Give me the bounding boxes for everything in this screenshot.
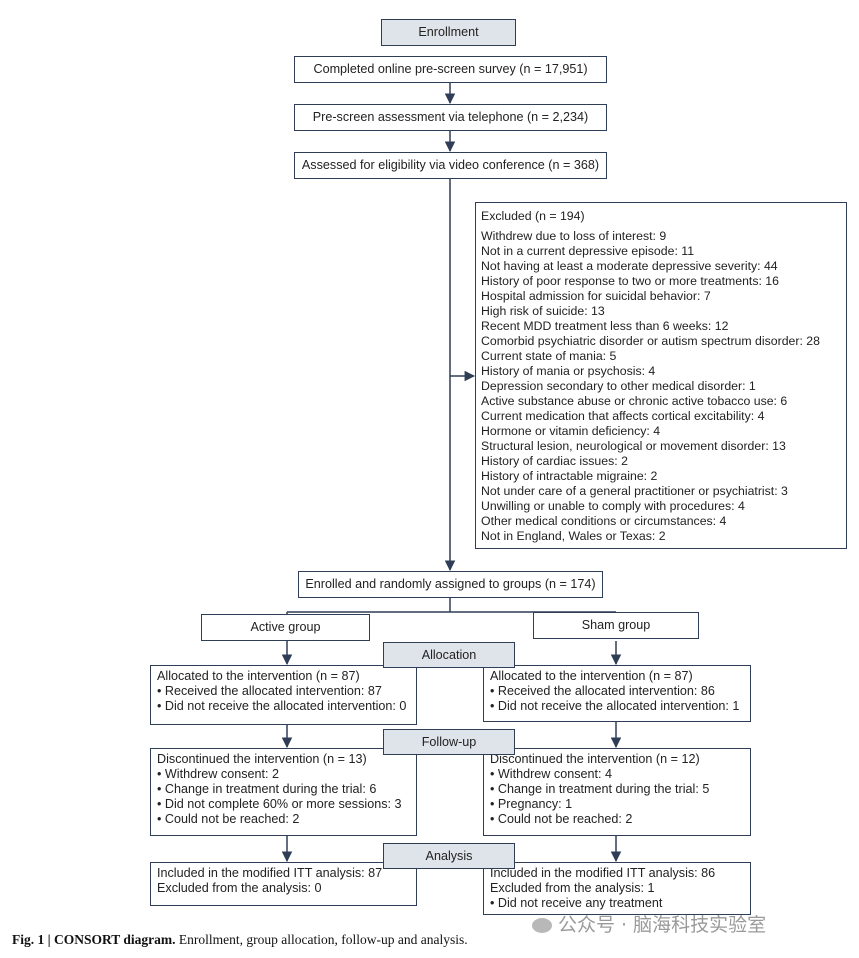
excluded-reason: History of mania or psychosis: 4: [481, 364, 656, 378]
sham-followup-line: • Pregnancy: 1: [490, 797, 573, 811]
active-followup-line: • Withdrew consent: 2: [157, 767, 280, 781]
excluded-reason: Not having at least a moderate depressiv…: [481, 259, 778, 273]
active-group-label: Active group: [250, 620, 321, 634]
excluded-reason: Not in England, Wales or Texas: 2: [481, 529, 666, 543]
excluded-reason: High risk of suicide: 13: [481, 304, 605, 318]
watermark-text: 公众号 · 脑海科技实验室: [558, 914, 767, 936]
stage-analysis: Analysis: [383, 843, 515, 869]
active-followup-line: • Change in treatment during the trial: …: [157, 782, 377, 796]
excluded-reasons: Withdrew due to loss of interest: 9 Not …: [481, 229, 841, 544]
excluded-reason: History of intractable migraine: 2: [481, 469, 658, 483]
excluded-title: Excluded (n = 194): [481, 209, 585, 223]
excluded-reason: Depression secondary to other medical di…: [481, 379, 756, 393]
excluded-reason: Hospital admission for suicidal behavior…: [481, 289, 711, 303]
active-allocation-line: • Received the allocated intervention: 8…: [157, 684, 382, 698]
stage-enrollment-label: Enrollment: [418, 25, 479, 39]
active-analysis-box: Included in the modified ITT analysis: 8…: [150, 862, 417, 906]
stage-followup-label: Follow-up: [421, 734, 477, 749]
active-allocation-line: • Did not receive the allocated interven…: [157, 699, 407, 713]
sham-allocation-line: Allocated to the intervention (n = 87): [490, 669, 693, 683]
excluded-reason: History of poor response to two or more …: [481, 274, 779, 288]
sham-followup-box: Discontinued the intervention (n = 12) •…: [483, 748, 751, 836]
active-group-box: Active group: [201, 614, 370, 641]
sham-allocation-line: • Received the allocated intervention: 8…: [490, 684, 715, 698]
video-eligibility-box: Assessed for eligibility via video confe…: [294, 152, 607, 179]
active-allocation-box: Allocated to the intervention (n = 87) •…: [150, 665, 417, 725]
watermark: 公众号 · 脑海科技实验室: [532, 910, 766, 937]
randomized-text: Enrolled and randomly assigned to groups…: [305, 577, 596, 591]
figure-caption-text: Enrollment, group allocation, follow-up …: [175, 932, 468, 947]
stage-analysis-label: Analysis: [425, 848, 473, 863]
excluded-reason: Comorbid psychiatric disorder or autism …: [481, 334, 820, 348]
excluded-box: Excluded (n = 194) Withdrew due to loss …: [475, 202, 847, 549]
excluded-reason: Active substance abuse or chronic active…: [481, 394, 788, 408]
sham-group-label: Sham group: [581, 618, 651, 632]
sham-analysis-line: • Did not receive any treatment: [490, 896, 663, 910]
sham-followup-line: Discontinued the intervention (n = 12): [490, 752, 700, 766]
excluded-reason: Hormone or vitamin deficiency: 4: [481, 424, 661, 438]
active-followup-box: Discontinued the intervention (n = 13) •…: [150, 748, 417, 836]
prescreen-survey-text: Completed online pre-screen survey (n = …: [313, 62, 588, 76]
excluded-reason: Not under care of a general practitioner…: [481, 484, 788, 498]
wechat-logo-icon: [532, 918, 552, 933]
active-followup-line: • Could not be reached: 2: [157, 812, 300, 826]
stage-allocation: Allocation: [383, 642, 515, 668]
prescreen-survey-box: Completed online pre-screen survey (n = …: [294, 56, 607, 83]
excluded-reason: Withdrew due to loss of interest: 9: [481, 229, 667, 243]
sham-allocation-line: • Did not receive the allocated interven…: [490, 699, 740, 713]
telephone-assessment-box: Pre-screen assessment via telephone (n =…: [294, 104, 607, 131]
active-analysis-line: Excluded from the analysis: 0: [157, 881, 322, 895]
sham-followup-line: • Change in treatment during the trial: …: [490, 782, 710, 796]
excluded-reason: Unwilling or unable to comply with proce…: [481, 499, 745, 513]
excluded-reason: Current state of mania: 5: [481, 349, 617, 363]
stage-allocation-label: Allocation: [421, 647, 477, 662]
sham-analysis-line: Included in the modified ITT analysis: 8…: [490, 866, 716, 880]
active-followup-line: • Did not complete 60% or more sessions:…: [157, 797, 402, 811]
stage-enrollment: Enrollment: [381, 19, 516, 46]
sham-followup-line: • Withdrew consent: 4: [490, 767, 613, 781]
excluded-reason: Not in a current depressive episode: 11: [481, 244, 695, 258]
sham-analysis-line: Excluded from the analysis: 1: [490, 881, 655, 895]
excluded-reason: Recent MDD treatment less than 6 weeks: …: [481, 319, 729, 333]
excluded-reason: Current medication that affects cortical…: [481, 409, 765, 423]
telephone-assessment-text: Pre-screen assessment via telephone (n =…: [312, 110, 589, 124]
sham-followup-line: • Could not be reached: 2: [490, 812, 633, 826]
active-allocation-line: Allocated to the intervention (n = 87): [157, 669, 360, 683]
stage-followup: Follow-up: [383, 729, 515, 755]
figure-caption-label: Fig. 1 | CONSORT diagram.: [12, 932, 176, 947]
video-eligibility-text: Assessed for eligibility via video confe…: [301, 158, 600, 172]
excluded-reason: Structural lesion, neurological or movem…: [481, 439, 786, 453]
excluded-reason: History of cardiac issues: 2: [481, 454, 628, 468]
active-followup-line: Discontinued the intervention (n = 13): [157, 752, 367, 766]
figure-caption: Fig. 1 | CONSORT diagram. Enrollment, gr…: [12, 932, 468, 948]
randomized-box: Enrolled and randomly assigned to groups…: [298, 571, 603, 598]
sham-group-box: Sham group: [533, 612, 699, 639]
excluded-reason: Other medical conditions or circumstance…: [481, 514, 727, 528]
sham-analysis-box: Included in the modified ITT analysis: 8…: [483, 862, 751, 915]
active-analysis-line: Included in the modified ITT analysis: 8…: [157, 866, 383, 880]
sham-allocation-box: Allocated to the intervention (n = 87) •…: [483, 665, 751, 722]
